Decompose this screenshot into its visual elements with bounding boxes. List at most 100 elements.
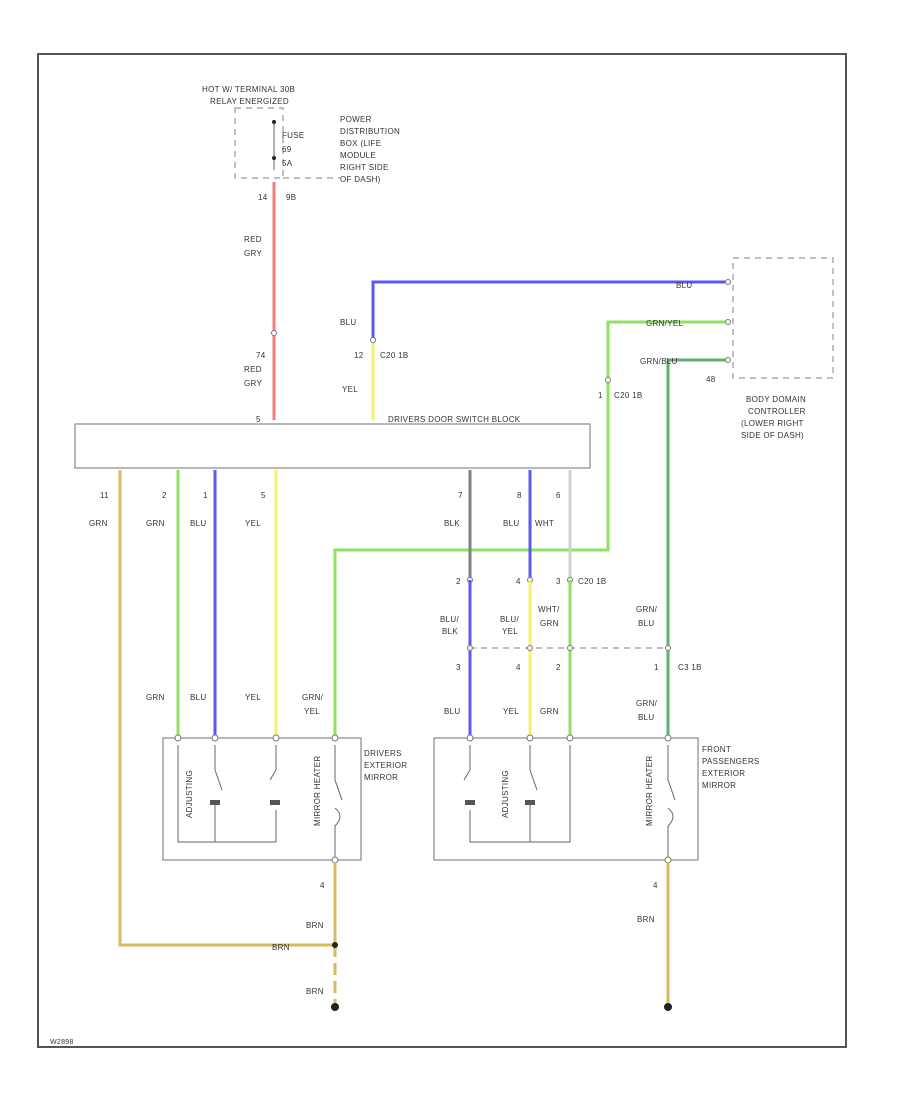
c3-label-4: 4	[516, 663, 521, 672]
wht-grn-label-1: WHT/	[538, 605, 560, 614]
red-gry-splice-pin	[271, 330, 277, 336]
power-source-line2: RELAY ENERGIZED	[210, 97, 289, 106]
c3-label-2: 2	[556, 663, 561, 672]
connector-c-right: C20 1B	[614, 391, 642, 400]
passenger-mirror-box	[433, 737, 699, 861]
pm-pin-4	[664, 734, 672, 742]
footer-id: W2898	[50, 1039, 74, 1046]
blu-label-8: BLU	[503, 519, 519, 528]
blu-yel-label-2: YEL	[502, 627, 518, 636]
blu-top-label: BLU	[340, 318, 356, 327]
blu-yel-junction-pin	[370, 337, 376, 343]
ground-right-terminal	[664, 1003, 672, 1011]
dm-line-2: EXTERIOR	[364, 761, 407, 770]
connector-9b: 9B	[286, 193, 296, 202]
pin-6: 6	[556, 491, 561, 500]
connector-c-left: C20 1B	[380, 351, 408, 360]
grn-blu-bcm-label: GRN/BLU	[640, 357, 678, 366]
connector-12: 12	[354, 351, 364, 360]
dm-motor-1	[210, 800, 220, 805]
grn-blu-mid-label-1: GRN/	[636, 605, 658, 614]
grn-blu-low-label-1: GRN/	[636, 699, 658, 708]
pm-pin-2	[526, 734, 534, 742]
pdb-line-2: DISTRIBUTION	[340, 127, 400, 136]
mid-label-3: 3	[556, 577, 561, 586]
pdb-line-1: POWER	[340, 115, 372, 124]
pm-pin-1	[466, 734, 474, 742]
pin-2: 2	[162, 491, 167, 500]
ground-left-pin: 4	[320, 881, 325, 890]
pin-11: 11	[100, 491, 109, 500]
c3-pin-1	[665, 645, 671, 651]
blu-bcm-label: BLU	[676, 281, 692, 290]
pin-7: 7	[458, 491, 463, 500]
yel-top-label: YEL	[342, 385, 358, 394]
dm-pin-4	[331, 734, 339, 742]
dm-switch-1	[214, 769, 277, 791]
switch-block-label: DRIVERS DOOR SWITCH BLOCK	[388, 415, 521, 424]
dm-line-1: DRIVERS	[364, 749, 402, 758]
c3-pin-4	[527, 645, 533, 651]
yel-low-label-1: YEL	[245, 693, 261, 702]
power-distribution-box	[234, 107, 284, 179]
dm-line-3: MIRROR	[364, 773, 398, 782]
driver-mirror-box	[162, 737, 362, 861]
wht-label-6: WHT	[535, 519, 554, 528]
dm-pin-2	[211, 734, 219, 742]
blu-label-1: BLU	[190, 519, 206, 528]
pm-motor-2	[525, 800, 535, 805]
fuse-number: 69	[282, 145, 292, 154]
blu-blk-label-2: BLK	[442, 627, 458, 636]
grn-blu-mid-label-2: BLU	[638, 619, 654, 628]
grn-yel-low-label-2: YEL	[304, 707, 320, 716]
bcm-line-3: (LOWER RIGHT	[741, 419, 804, 428]
grn-label-11: GRN	[89, 519, 108, 528]
bcm-pin-1	[725, 279, 731, 285]
dm-pin-1	[174, 734, 182, 742]
power-source-line1: HOT W/ TERMINAL 30B	[202, 85, 295, 94]
mid-label-4: 4	[516, 577, 521, 586]
brn-horiz-label: BRN	[272, 943, 290, 952]
blu-low-label-2: BLU	[444, 707, 460, 716]
ground-right-pin: 4	[653, 881, 658, 890]
bcm-line-1: BODY DOMAIN	[746, 395, 806, 404]
pdb-line-4: MODULE	[340, 151, 376, 160]
c3-pin-3	[467, 645, 473, 651]
dm-motor-circuit	[177, 745, 277, 843]
grn-blu-low-label-2: BLU	[638, 713, 654, 722]
pdb-line-5: RIGHT SIDE	[340, 163, 389, 172]
pm-line-4: MIRROR	[702, 781, 736, 790]
connector-48: 48	[706, 375, 716, 384]
dm-pin-3	[272, 734, 280, 742]
blu-blk-label-1: BLU/	[440, 615, 459, 624]
fuse-bottom-dot	[272, 156, 276, 160]
ground-left-terminal	[331, 1003, 339, 1011]
blk-label-7: BLK	[444, 519, 460, 528]
pm-heater-element	[667, 745, 676, 858]
connector-5-block: 5	[256, 415, 261, 424]
blu-low-label-1: BLU	[190, 693, 206, 702]
dm-heater-label: MIRROR HEATER	[313, 756, 322, 826]
pm-motor-1	[465, 800, 475, 805]
yel-label-5: YEL	[245, 519, 261, 528]
connector-1: 1	[598, 391, 603, 400]
fuse-top-dot	[272, 120, 276, 124]
grn-yel-connector-pin	[605, 377, 611, 383]
red-gry-top-label-1: RED	[244, 235, 262, 244]
blu-bcm-wire	[371, 280, 728, 340]
brn-splice-dot	[332, 942, 338, 948]
pm-motor-circuit	[469, 745, 571, 843]
pm-line-3: EXTERIOR	[702, 769, 745, 778]
brn-left-label: BRN	[306, 921, 324, 930]
pin-5: 5	[261, 491, 266, 500]
brn-right-label: BRN	[637, 915, 655, 924]
c3-pin-2	[567, 645, 573, 651]
lower-connector-c3: C3 1B	[678, 663, 702, 672]
pdb-line-6: OF DASH)	[340, 175, 381, 184]
fuse-amperage: 5A	[282, 159, 293, 168]
grn-label-2: GRN	[146, 519, 165, 528]
dm-heater-element	[334, 745, 343, 858]
pin-1: 1	[203, 491, 208, 500]
pdb-line-3: BOX (LIFE	[340, 139, 381, 148]
